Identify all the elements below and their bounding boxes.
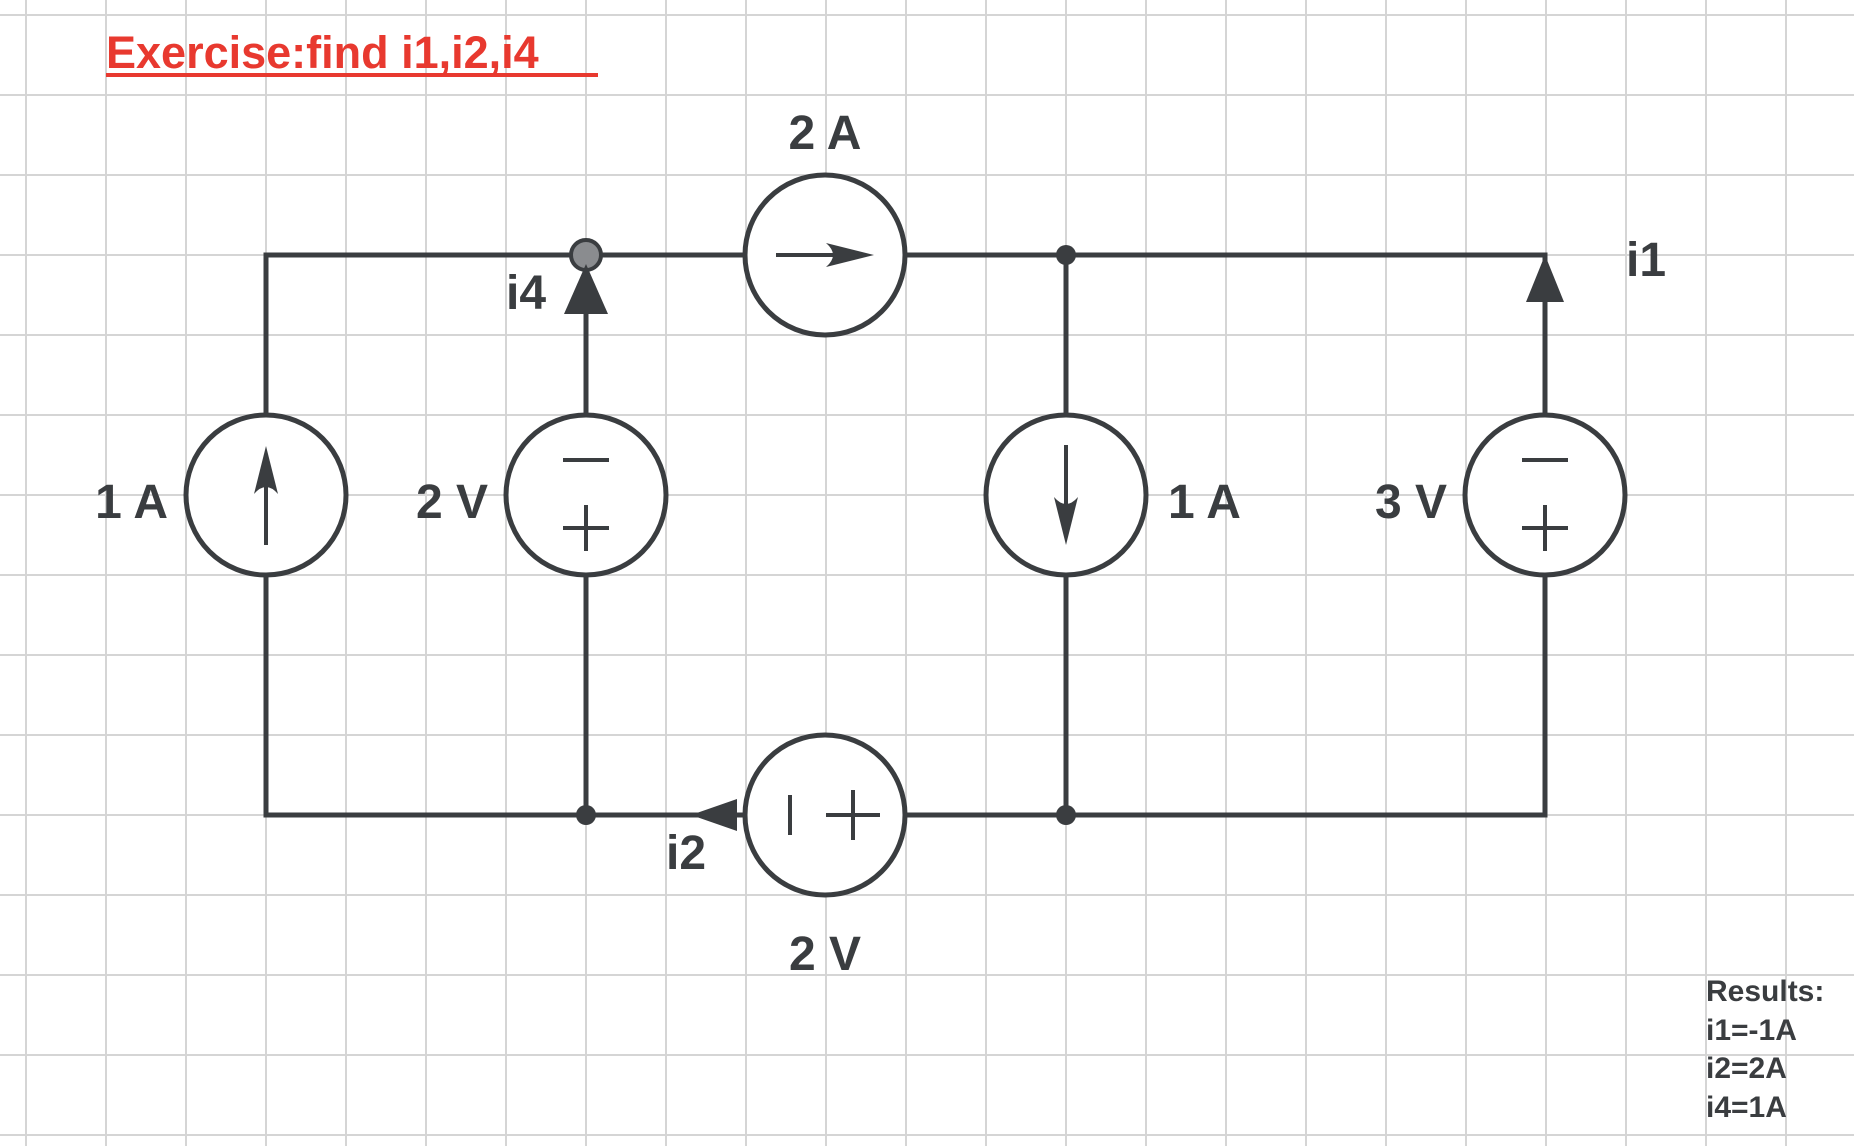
exercise-title: Exercise:find i1,i2,i4: [106, 27, 539, 78]
label-left-voltage-source: 2 V: [416, 476, 488, 529]
result-i2: i2=2A: [1706, 1052, 1787, 1085]
wires: [263, 252, 1548, 818]
label-current-i2: i2: [666, 827, 706, 880]
label-right-voltage-source: 3 V: [1375, 476, 1447, 529]
current-i2-arrow-icon: [691, 799, 737, 831]
current-i4-arrow-icon: [564, 264, 608, 314]
label-right-current-source: 1 A: [1168, 476, 1241, 529]
label-bottom-voltage-source: 2 V: [789, 928, 861, 981]
arrow-right-icon: [826, 243, 874, 267]
label-current-i1: i1: [1626, 234, 1666, 287]
voltage-source-bottom-circle: [742, 732, 908, 898]
node-bottom-right: [1056, 805, 1076, 825]
result-i4: i4=1A: [1706, 1091, 1787, 1124]
label-left-current-source: 1 A: [95, 476, 168, 529]
node-bottom-left: [576, 805, 596, 825]
voltage-source-bottom: [742, 732, 908, 898]
result-i1: i1=-1A: [1706, 1014, 1797, 1047]
current-source-top: [742, 172, 908, 338]
title-underline: [106, 73, 598, 77]
results-heading: Results:: [1706, 975, 1824, 1008]
results-block: Results: i1=-1A i2=2A i4=1A: [1706, 975, 1824, 1124]
current-i1-arrow-icon: [1526, 255, 1564, 302]
label-current-i4: i4: [506, 267, 546, 320]
arrow-up-icon: [254, 446, 278, 494]
voltage-source-left-circle: [503, 412, 669, 578]
current-source-left: [183, 412, 349, 578]
label-top-current-source: 2 A: [789, 107, 862, 160]
voltage-source-right: [1462, 412, 1628, 578]
voltage-source-left: [503, 412, 669, 578]
node-top-right: [1056, 245, 1076, 265]
current-source-right: [983, 412, 1149, 578]
arrow-down-icon: [1054, 497, 1078, 545]
voltage-source-right-circle: [1462, 412, 1628, 578]
